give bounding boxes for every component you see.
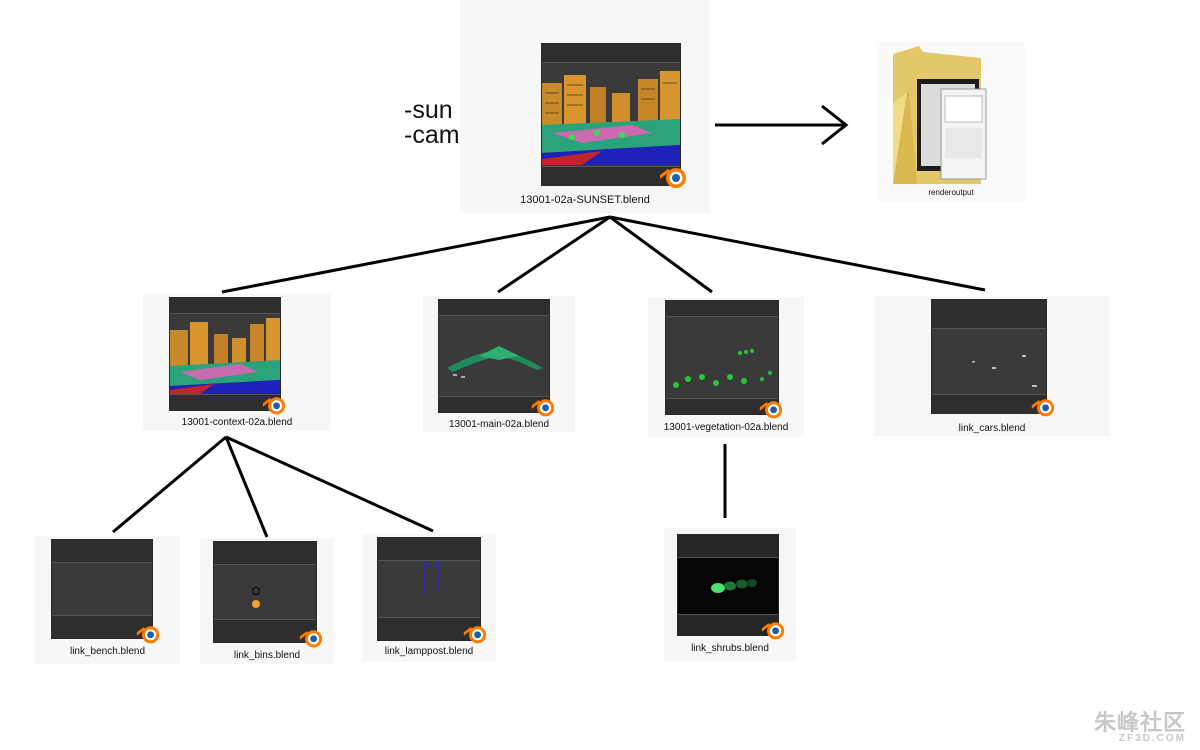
file-thumbnail bbox=[542, 44, 680, 185]
file-thumbnail bbox=[439, 300, 549, 412]
blender-logo-icon bbox=[463, 626, 487, 644]
file-tile-shrubs[interactable]: link_shrubs.blend bbox=[664, 528, 796, 662]
file-tile-bins[interactable]: link_bins.blend bbox=[200, 538, 334, 664]
blender-logo-icon bbox=[136, 626, 160, 644]
city-scene bbox=[542, 63, 680, 165]
arrow-head bbox=[821, 104, 849, 146]
cars-scene bbox=[932, 329, 1046, 393]
city-scene bbox=[170, 314, 280, 394]
shrubs-scene bbox=[678, 558, 778, 614]
blender-logo-icon bbox=[761, 622, 785, 640]
file-name: link_bins.blend bbox=[233, 650, 301, 661]
file-tile-bench[interactable]: link_bench.blend bbox=[35, 536, 180, 664]
file-tile-cars[interactable]: link_cars.blend bbox=[874, 296, 1110, 436]
file-name: 13001-context-02a.blend bbox=[181, 417, 293, 428]
building-scene bbox=[439, 316, 549, 396]
edge-sunset-context bbox=[221, 215, 611, 294]
blender-logo-icon bbox=[262, 397, 286, 415]
watermark-text: 朱峰社区 bbox=[1093, 710, 1186, 735]
blender-logo-icon bbox=[1031, 399, 1055, 417]
edge-sunset-main bbox=[497, 215, 611, 294]
edge-context-bins bbox=[224, 436, 269, 538]
folder-icon bbox=[893, 46, 987, 184]
lamppost-scene bbox=[378, 561, 480, 615]
annotation-sun: -sun bbox=[404, 96, 453, 124]
blender-logo-icon bbox=[759, 401, 783, 419]
watermark: 朱峰社区 ZF3D.COM bbox=[1094, 705, 1186, 744]
file-thumbnail bbox=[378, 538, 480, 640]
blender-logo-icon bbox=[660, 168, 686, 188]
blender-logo-icon bbox=[531, 399, 555, 417]
empty-scene bbox=[52, 563, 152, 613]
edge-sunset-cars bbox=[609, 215, 986, 292]
edge-context-lamppost bbox=[225, 435, 434, 533]
folder-tile-renderoutput[interactable]: renderoutput bbox=[877, 42, 1025, 202]
file-name: 13001-main-02a.blend bbox=[448, 419, 550, 430]
file-tile-context[interactable]: 13001-context-02a.blend bbox=[143, 294, 331, 431]
file-tile-main[interactable]: 13001-main-02a.blend bbox=[423, 296, 575, 432]
watermark-sub: ZF3D.COM bbox=[1118, 733, 1186, 744]
file-tile-vegetation[interactable]: 13001-vegetation-02a.blend bbox=[648, 297, 804, 437]
file-thumbnail bbox=[170, 298, 280, 410]
file-name: 13001-vegetation-02a.blend bbox=[663, 422, 789, 433]
file-name: link_lamppost.blend bbox=[384, 646, 474, 657]
edge-context-bench bbox=[112, 435, 227, 534]
file-thumbnail bbox=[52, 540, 152, 638]
file-thumbnail bbox=[666, 301, 778, 414]
file-tile-sunset[interactable]: 13001-02a-SUNSET.blend bbox=[460, 0, 710, 213]
folder-name: renderoutput bbox=[928, 188, 974, 197]
file-thumbnail bbox=[678, 535, 778, 635]
file-name: 13001-02a-SUNSET.blend bbox=[520, 194, 650, 206]
bins-scene bbox=[214, 565, 316, 617]
trees-scene bbox=[666, 317, 778, 397]
file-name: link_shrubs.blend bbox=[691, 643, 769, 654]
file-name: link_bench.blend bbox=[69, 646, 146, 657]
blender-logo-icon bbox=[299, 630, 323, 648]
edge-sunset-vegetation bbox=[609, 215, 713, 294]
file-name: link_cars.blend bbox=[958, 423, 1026, 434]
file-tile-lamppost[interactable]: link_lamppost.blend bbox=[362, 534, 496, 662]
file-thumbnail bbox=[214, 542, 316, 642]
file-thumbnail bbox=[932, 300, 1046, 413]
